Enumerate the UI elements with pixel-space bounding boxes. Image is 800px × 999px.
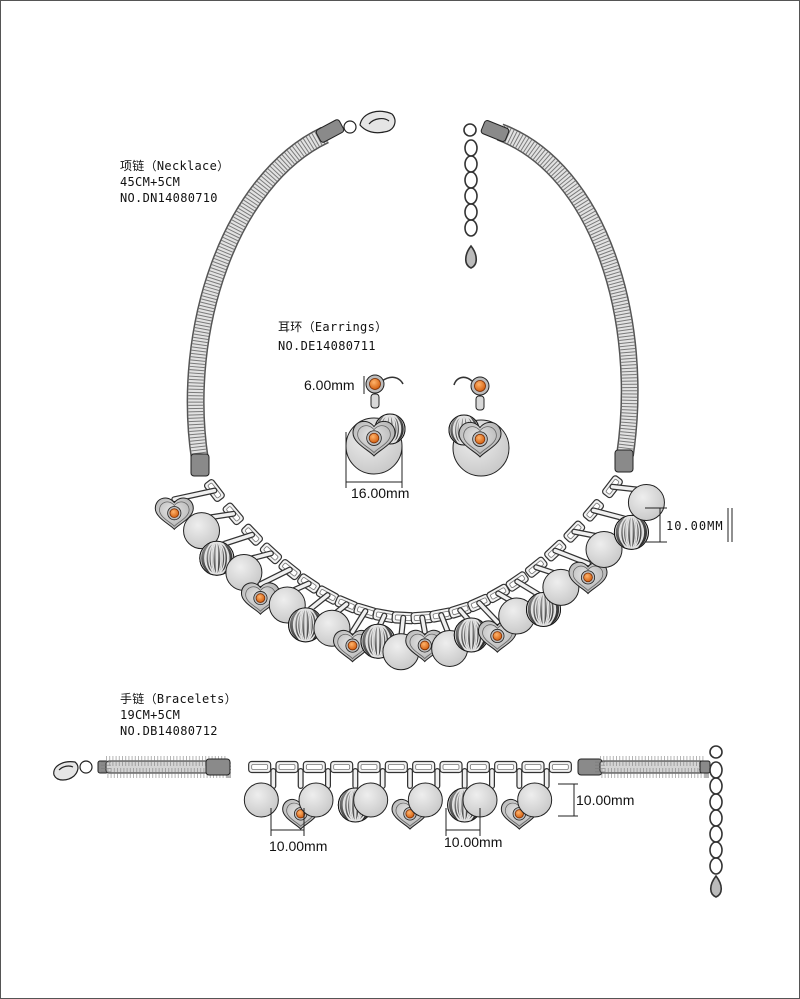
bracelet-ball-dimension: 10.00mm: [444, 834, 503, 850]
necklace-number: NO.DN14080710: [120, 191, 218, 205]
earrings-number: NO.DE14080711: [278, 339, 376, 353]
bracelet-extension-chain: [709, 745, 723, 898]
bracelet-disc-charm: [298, 782, 334, 818]
earrings-title: 耳环（Earrings）: [278, 320, 388, 334]
bracelet-disc-charm: [517, 782, 553, 818]
necklace-disc-charm: [585, 531, 623, 569]
necklace-lobster-clasp: [343, 110, 396, 134]
necklace-title: 项链（Necklace）: [120, 159, 230, 173]
bracelet-lobster-clasp: [53, 760, 93, 781]
earring-heart-charm: [352, 420, 396, 457]
earring-dimension-lines: [345, 376, 403, 488]
earring-left: [345, 374, 406, 475]
bracelet-disc-charm: [243, 782, 279, 818]
earring-disc-dimension: 16.00mm: [351, 485, 410, 501]
bracelet-dimension-lines: [270, 783, 578, 836]
necklace-dimension-bracket: [645, 507, 733, 543]
necklace-heart-charm: [568, 561, 608, 595]
earring-right: [448, 376, 510, 477]
necklace-charm-dimension: 10.00MM: [666, 519, 724, 533]
necklace-extension-chain: [463, 123, 478, 269]
earring-heart-charm: [458, 421, 502, 458]
necklace-heart-charm: [154, 497, 194, 531]
necklace-cord: [186, 123, 639, 462]
necklace-disc-charm: [183, 512, 221, 550]
earring-stone-dimension: 6.00mm: [304, 377, 355, 393]
necklace-size: 45CM+5CM: [120, 175, 181, 189]
bracelet-charms: [243, 768, 553, 830]
bracelet-size: 19CM+5CM: [120, 708, 181, 722]
necklace-ball-charm: [288, 607, 324, 643]
bracelet-heart-dimension: 10.00mm: [269, 838, 328, 854]
bracelet-cord-right: [577, 756, 711, 778]
necklace-end-caps: [190, 119, 634, 477]
necklace-ball-charm: [613, 514, 649, 550]
bracelet-title: 手链（Bracelets）: [120, 692, 237, 706]
bracelet-number: NO.DB14080712: [120, 724, 218, 738]
bracelet-cord-left: [97, 756, 231, 778]
bracelet-disc-dimension: 10.00mm: [576, 792, 635, 808]
bracelet-disc-charm: [353, 782, 389, 818]
bracelet-chain: [248, 760, 572, 774]
necklace-charms: [154, 483, 665, 671]
necklace-disc-charm: [542, 568, 580, 606]
bracelet-disc-charm: [407, 782, 443, 818]
necklace-disc-charm: [627, 484, 665, 522]
